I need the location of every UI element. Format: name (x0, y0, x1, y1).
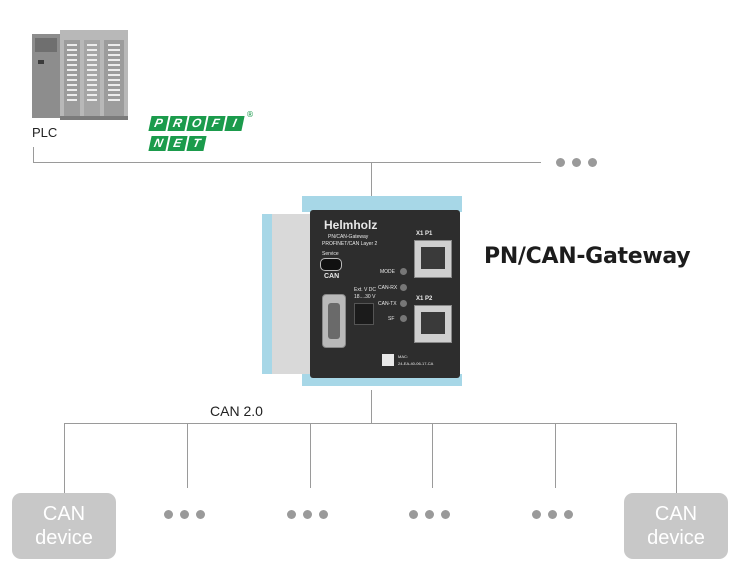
can-more-dots-2 (287, 510, 328, 519)
led-canrx-label: CAN-RX (378, 285, 398, 291)
can-drop-1 (64, 423, 65, 493)
led-mode-icon (400, 268, 407, 275)
profinet-bus-line (33, 162, 541, 163)
can-bus-label: CAN 2.0 (210, 403, 263, 419)
can-more-dots-1 (164, 510, 205, 519)
service-usb-port[interactable] (320, 258, 342, 271)
mac-label: MAC: (398, 354, 408, 359)
profinet-logo-row1: P R O F I (148, 116, 245, 131)
can-label: CAN (324, 273, 340, 280)
can-bus-line (64, 423, 676, 424)
ext-voltage-label: Ext. V DC (354, 287, 376, 293)
port2-label: X1 P2 (416, 296, 433, 302)
profinet-more-dots (556, 158, 597, 167)
gateway-title: PN/CAN-Gateway (484, 244, 691, 269)
can-db9-connector[interactable] (322, 294, 346, 348)
mac-value: 24-EA-40-06-17-CA (398, 361, 434, 366)
qr-code-icon (382, 354, 394, 366)
gateway-can-drop (371, 390, 372, 424)
can-more-dots-4 (532, 510, 573, 519)
profinet-bus-drop-left (33, 147, 34, 163)
power-terminal[interactable] (354, 303, 374, 325)
led-canrx-icon (400, 284, 407, 291)
led-cantx-icon (400, 300, 407, 307)
can-device-left-line2: device (35, 527, 93, 549)
gateway-top-casing (302, 196, 462, 212)
gateway-subtitle1: PN/CAN-Gateway (328, 234, 369, 240)
gateway-side-casing (262, 214, 312, 374)
ethernet-port-1[interactable] (414, 240, 452, 278)
profinet-logo-row2: N E T (148, 136, 207, 151)
led-sf-icon (400, 315, 407, 322)
led-mode-label: MODE (380, 269, 395, 275)
can-device-right: CAN device (624, 493, 728, 559)
can-drop-2 (187, 423, 188, 488)
can-drop-4 (432, 423, 433, 488)
registered-mark: ® (246, 110, 254, 119)
plc-device (32, 30, 130, 122)
ethernet-port-2[interactable] (414, 305, 452, 343)
can-device-left-line1: CAN (42, 503, 86, 525)
gateway-subtitle2: PROFINET/CAN Layer 2 (322, 241, 378, 247)
gateway-device: Helmholz PN/CAN-Gateway PROFINET/CAN Lay… (262, 196, 466, 392)
service-label: Service (322, 251, 339, 257)
led-cantx-label: CAN-TX (378, 301, 397, 307)
can-drop-6 (676, 423, 677, 493)
port1-label: X1 P1 (416, 231, 433, 237)
can-device-left: CAN device (12, 493, 116, 559)
led-sf-label: SF (388, 316, 395, 322)
gateway-profinet-drop (371, 162, 372, 197)
can-drop-3 (310, 423, 311, 488)
can-device-right-line1: CAN (654, 503, 698, 525)
gateway-brand: Helmholz (324, 218, 378, 232)
ext-voltage-range: 18....30 V (354, 294, 376, 300)
can-drop-5 (555, 423, 556, 488)
plc-label: PLC (32, 125, 58, 140)
can-more-dots-3 (409, 510, 450, 519)
can-device-right-line2: device (647, 527, 705, 549)
plc-illustration (32, 30, 128, 120)
